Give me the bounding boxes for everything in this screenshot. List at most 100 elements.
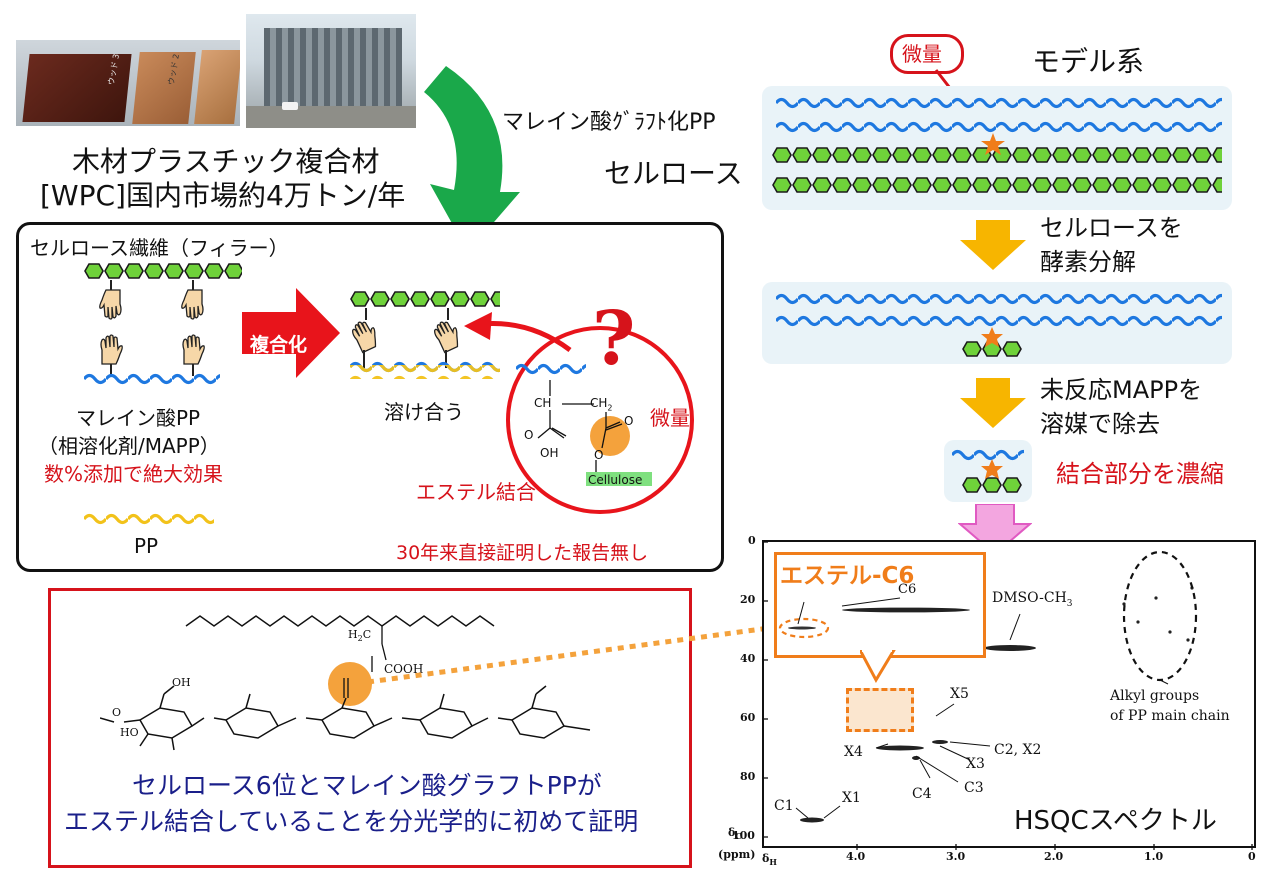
ylabel-sub: C: [735, 831, 742, 842]
mapp-label: マレイン酸ｸﾞﾗﾌﾄ化PP: [502, 110, 716, 135]
mapp-wave: [84, 372, 220, 386]
step1-line1: セルロースを: [1040, 214, 1183, 242]
hsqc-ylabel: δC: [728, 826, 742, 841]
pp-wave: [84, 512, 214, 526]
hand-icon: [348, 308, 382, 368]
ester-bond-label: エステル結合: [416, 480, 536, 504]
hsqc-ytick-80: 80: [740, 770, 756, 783]
cellulose-chain-row1: [772, 146, 1222, 164]
hsqc-xtick-2: 2.0: [1044, 850, 1064, 863]
c6-label: C6: [898, 582, 917, 597]
ylabel-delta: δ: [728, 826, 736, 839]
mapp-waves-row1: [776, 96, 1222, 110]
struct-o2: O: [624, 414, 634, 428]
hand-icon: [99, 280, 122, 320]
concentrate-label: 結合部分を濃縮: [1056, 460, 1224, 488]
hsqc-yunit: (ppm): [718, 848, 756, 861]
hsqc-ytick-60: 60: [740, 711, 756, 724]
model-title: モデル系: [1032, 45, 1145, 78]
compound-label: 複合化: [250, 334, 308, 356]
hand-icon: [430, 308, 464, 368]
wpc-title-line2: [WPC]国内市場約4万トン/年: [40, 179, 406, 212]
cellulose-chain-left: [84, 262, 242, 280]
xlabel-delta: δ: [762, 852, 770, 865]
mapp-waves-row4: [776, 314, 1222, 328]
x3-label: X3: [966, 756, 985, 772]
struct-o3: O: [594, 448, 604, 462]
struct-ch2-text: CH: [590, 396, 608, 410]
hsqc-title: HSQCスペクトル: [1014, 806, 1217, 836]
ester-c6-source-box: [846, 688, 914, 732]
wpc-title-line1: 木材プラスチック複合材: [72, 145, 380, 178]
dotted-link: [367, 623, 785, 685]
struct-ch2: CH2: [590, 396, 613, 412]
ester-c6-peak-box: [778, 597, 970, 639]
wpc-plank-photo: ウッド 3 ウッド 2: [16, 40, 240, 126]
down-arrow-icon: [958, 504, 1032, 556]
step1-line2: 酵素分解: [1040, 248, 1136, 276]
dmso-label: DMSO-CH3: [992, 590, 1073, 609]
model-trace-label: 微量: [902, 42, 942, 66]
step2-line1: 未反応MAPPを: [1040, 376, 1203, 404]
dmso-text: DMSO-CH: [992, 590, 1067, 606]
hand-icon: [181, 280, 204, 320]
x1-label: X1: [842, 790, 861, 806]
cellulose-fragment: [962, 340, 1022, 358]
hsqc-ytick-100: 100: [732, 829, 755, 842]
trace-pill: [890, 34, 964, 74]
dmso-sub: 3: [1066, 598, 1073, 609]
alkyl-line1: Alkyl groups: [1110, 688, 1200, 704]
c3-label: C3: [964, 780, 984, 796]
alkyl-line2: of PP main chain: [1110, 708, 1230, 724]
building-photo: [246, 14, 416, 128]
right-arrow-icon: [242, 288, 340, 378]
cooh-label: COOH: [384, 662, 424, 676]
maleic-pp-label: マレイン酸PP: [76, 406, 201, 430]
c1-label: C1: [774, 798, 794, 814]
o-label: O: [112, 706, 122, 719]
conclusion-line2: エステル結合していることを分光学的に初めて証明: [64, 807, 639, 836]
star-icon: [981, 133, 1005, 155]
mapp-waves-row3: [776, 292, 1222, 306]
struct-cellulose: Cellulose: [588, 473, 643, 487]
c2x2-label: C2, X2: [994, 742, 1042, 758]
compat-label: （相溶化剤/MAPP）: [38, 434, 220, 458]
ester-zoom-circle: [464, 312, 694, 514]
star-icon: [981, 459, 1003, 479]
fiber-label: セルロース繊維（フィラー）: [30, 236, 289, 260]
ho-label: HO: [120, 726, 139, 739]
effect-label: 数%添加で絶大効果: [44, 462, 224, 486]
mapp-waves-row2: [776, 120, 1222, 134]
h2c-label: H2C: [348, 628, 371, 643]
cellulose-label: セルロース: [604, 157, 743, 190]
hsqc-xtick-4: 4.0: [846, 850, 866, 863]
x5-label: X5: [950, 686, 969, 702]
hsqc-xtick-1: 1.0: [1144, 850, 1164, 863]
struct-o1: O: [524, 428, 534, 442]
hand-icon: [182, 334, 205, 376]
down-arrow-icon: [960, 220, 1026, 270]
struct-ch2-sub: 2: [607, 403, 613, 413]
callout-pointer: [860, 650, 896, 684]
step2-line2: 溶媒で除去: [1040, 410, 1160, 438]
pp-graft-structure: [100, 615, 591, 751]
trace-label: 微量: [650, 406, 690, 430]
hsqc-ytick-20: 20: [740, 593, 756, 606]
hsqc-xtick-3: 3.0: [946, 850, 966, 863]
hsqc-xtick-0: 0: [1248, 850, 1256, 863]
c4-label: C4: [912, 786, 932, 802]
hsqc-ytick-40: 40: [740, 652, 756, 665]
no-proof-label: 30年来直接証明した報告無し: [396, 542, 649, 564]
h2c-c: C: [362, 628, 372, 641]
dissolve-label: 溶け合う: [384, 400, 464, 424]
pp-label: PP: [134, 534, 159, 558]
ester-structure: [537, 380, 652, 486]
xlabel-sub: H: [769, 857, 777, 868]
hsqc-xlabel: δH: [762, 852, 777, 867]
h2c-h: H: [348, 628, 358, 641]
concentrate-wave: [952, 448, 1024, 462]
oh-label: OH: [172, 676, 191, 689]
struct-ch: CH: [534, 396, 552, 410]
hand-icon: [100, 334, 123, 376]
hsqc-ytick-0: 0: [748, 534, 756, 547]
